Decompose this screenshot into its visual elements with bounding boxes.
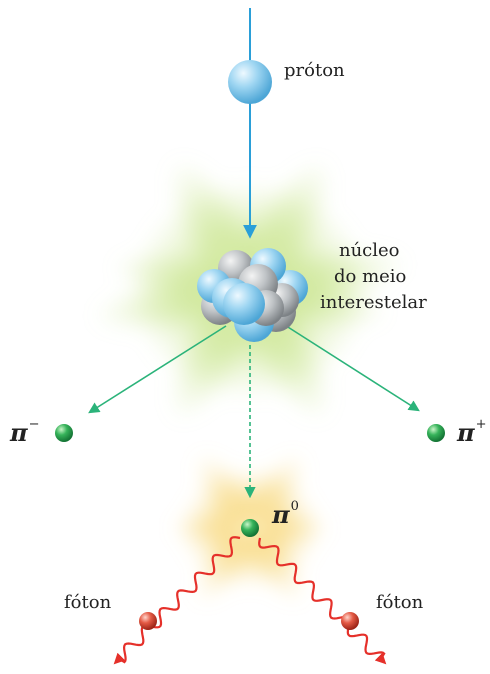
nucleus-label-line2: do meio	[334, 266, 407, 287]
pi-minus-symbol: π	[10, 418, 28, 447]
photon-track-right	[258, 537, 387, 665]
pi-zero-symbol: π	[272, 500, 290, 529]
proton-label: próton	[284, 60, 345, 81]
pi-zero-label: π0	[272, 499, 299, 529]
nucleus	[197, 248, 308, 342]
pi-minus-ball	[55, 424, 73, 442]
photon-ball-right	[341, 612, 359, 630]
pi-minus-label: π−	[10, 417, 40, 447]
nucleus-label-line3: interestelar	[320, 292, 427, 313]
pi-plus-track	[279, 321, 420, 412]
pi-plus-ball	[427, 424, 445, 442]
proton-ball	[228, 60, 272, 104]
pi-plus-symbol: π	[457, 418, 475, 447]
nucleus-glow	[92, 158, 408, 422]
pi-minus-charge: −	[28, 417, 40, 432]
photon-track-left	[113, 536, 241, 665]
nucleus-label-line1: núcleo	[339, 240, 400, 261]
pi-plus-label: π+	[457, 417, 487, 447]
photon-label-right: fóton	[376, 592, 424, 613]
pi-plus-charge: +	[475, 417, 487, 432]
photon-label-left: fóton	[64, 592, 112, 613]
pi-zero-charge: 0	[290, 499, 299, 514]
pi-minus-track	[88, 325, 227, 414]
photon-ball-left	[139, 612, 157, 630]
pi-zero-ball	[241, 519, 259, 537]
